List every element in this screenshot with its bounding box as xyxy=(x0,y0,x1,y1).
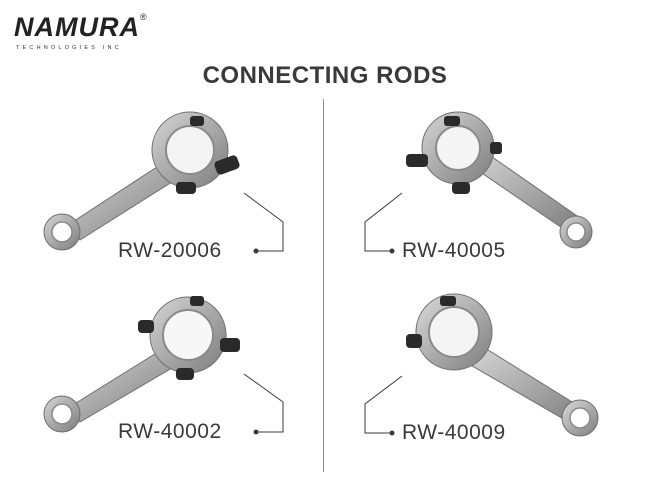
logo-brand: NAMURA® xyxy=(14,12,148,43)
part-label-rw-40005: RW-40005 xyxy=(402,239,506,262)
center-divider xyxy=(323,99,324,472)
rod-image-rw-20006 xyxy=(43,111,240,251)
logo-tagline: TECHNOLOGIES INC xyxy=(16,45,122,51)
leader-rw-40005 xyxy=(364,192,403,252)
leader-dot-rw-40005 xyxy=(389,248,395,254)
part-label-rw-40002: RW-40002 xyxy=(118,420,222,443)
leader-dot-rw-40002 xyxy=(253,429,259,435)
leader-rw-40002 xyxy=(243,373,284,433)
rod-image-rw-40009 xyxy=(406,293,599,437)
leader-dot-rw-40009 xyxy=(389,430,395,436)
leader-rw-40009 xyxy=(364,375,403,434)
leader-dot-rw-20006 xyxy=(253,248,259,254)
rod-image-rw-40005 xyxy=(406,111,593,249)
page-title: CONNECTING RODS xyxy=(202,62,448,89)
registered-mark: ® xyxy=(139,12,148,22)
rod-image-rw-40002 xyxy=(43,296,240,433)
part-label-rw-20006: RW-20006 xyxy=(118,239,222,262)
namura-logo: NAMURA® TECHNOLOGIES INC xyxy=(14,12,194,52)
logo-brand-text: NAMURA xyxy=(14,12,140,42)
part-label-rw-40009: RW-40009 xyxy=(402,421,506,444)
leader-rw-20006 xyxy=(243,192,284,252)
